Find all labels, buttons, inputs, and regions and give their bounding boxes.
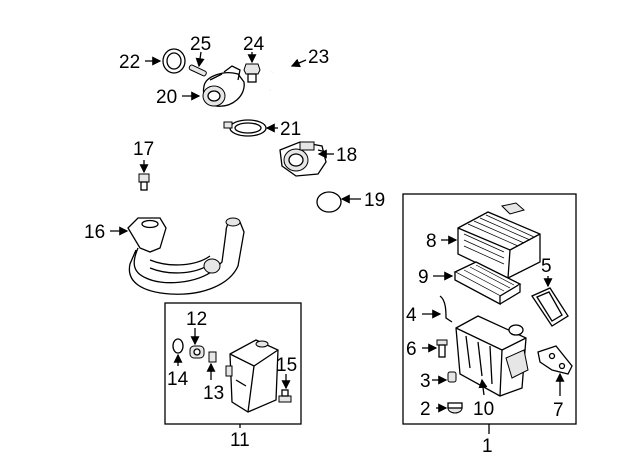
airflow-sensor-part xyxy=(279,141,327,177)
callout-16: 16 xyxy=(84,222,105,243)
filter-panel-part xyxy=(531,287,569,327)
callout-21: 21 xyxy=(280,119,301,140)
callout-4: 4 xyxy=(406,305,417,326)
callout-25: 25 xyxy=(190,34,211,55)
resonator-clip-part xyxy=(208,351,217,363)
seal-ring-part xyxy=(316,191,342,213)
callout-19: 19 xyxy=(364,190,385,211)
clip-part xyxy=(138,173,150,191)
bolt-part xyxy=(436,339,448,358)
filter-element-part xyxy=(453,261,522,306)
callout-22: 22 xyxy=(119,52,140,73)
callout-2: 2 xyxy=(420,399,431,420)
callout-18: 18 xyxy=(336,145,357,166)
callout-10: 10 xyxy=(473,399,494,420)
callout-9: 9 xyxy=(418,267,429,288)
resonator-grommet-part xyxy=(189,345,205,359)
mount-part xyxy=(447,402,463,414)
resonator-assembly-box xyxy=(164,302,302,425)
callout-3: 3 xyxy=(420,371,431,392)
callout-17: 17 xyxy=(133,139,154,160)
resonator-body-part xyxy=(225,339,279,413)
callout-7: 7 xyxy=(553,400,564,421)
callout-24: 24 xyxy=(243,34,265,55)
callout-labels: 1 2 3 4 5 6 7 8 9 10 11 12 13 14 15 16 1… xyxy=(84,34,564,457)
callout-14: 14 xyxy=(167,369,189,390)
bent-hose-part xyxy=(268,61,297,101)
callout-1: 1 xyxy=(482,436,493,457)
clamp-ring-part xyxy=(162,48,186,74)
callout-5: 5 xyxy=(541,256,552,277)
hose-clamp-part xyxy=(223,119,267,137)
sensor-part xyxy=(243,63,261,83)
callout-20: 20 xyxy=(156,87,177,108)
callout-13: 13 xyxy=(203,383,224,404)
lower-case-part xyxy=(455,315,529,397)
small-ring-part xyxy=(172,338,184,354)
resonator-bolt-part xyxy=(278,389,292,403)
callout-11: 11 xyxy=(230,430,250,451)
air-cleaner-cover-part xyxy=(457,202,541,279)
pin-part xyxy=(188,64,207,77)
callout-6: 6 xyxy=(406,339,417,360)
callout-23: 23 xyxy=(308,47,329,68)
grommet-part xyxy=(447,371,457,383)
intake-adapter-part xyxy=(202,65,245,107)
callout-12: 12 xyxy=(186,309,207,330)
bracket-part xyxy=(537,345,573,375)
intake-duct-part xyxy=(127,217,245,295)
leader-lines xyxy=(110,51,565,413)
hose-bracket-part xyxy=(439,295,453,323)
callout-8: 8 xyxy=(426,231,437,252)
callout-15: 15 xyxy=(276,355,297,376)
